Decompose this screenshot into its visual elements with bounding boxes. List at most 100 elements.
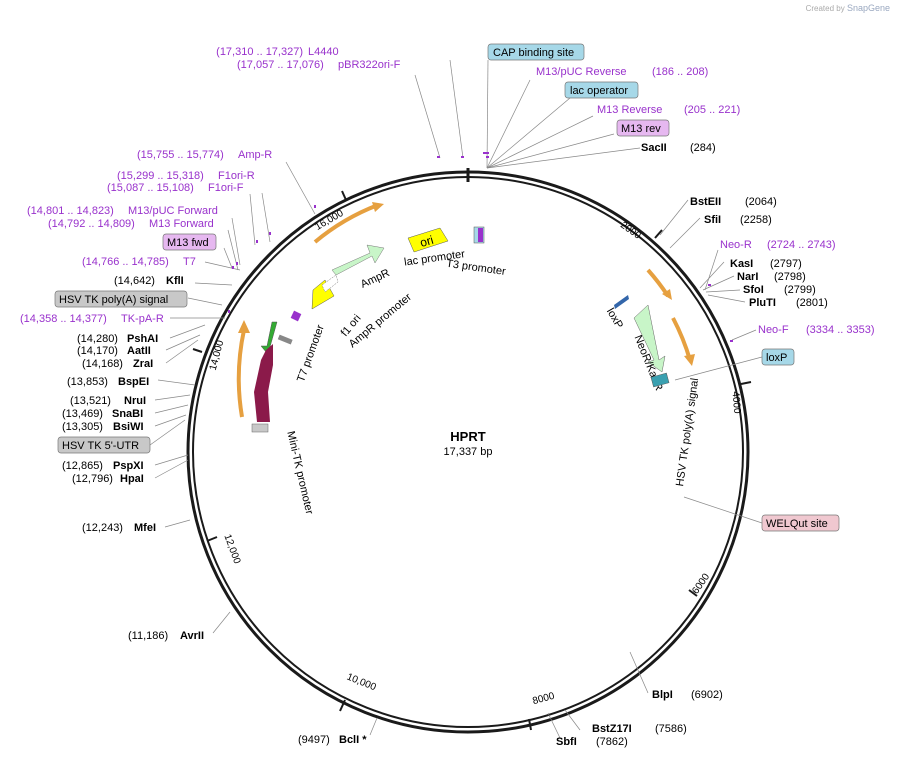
mini-tk-promoter-feature xyxy=(251,423,269,433)
site-name-sacii: SacII xyxy=(641,142,667,154)
watermark-prefix: Created by xyxy=(805,4,845,13)
site-name-avrii: AvrII xyxy=(180,630,204,642)
site-pos-bspei: (13,853) xyxy=(67,376,108,388)
primer-range-l4440: (17,310 .. 17,327) xyxy=(216,46,303,58)
ampr-label: AmpR xyxy=(359,267,392,291)
site-name-bcli: BclI * xyxy=(339,734,367,746)
tk-orange-arrowhead xyxy=(238,320,250,333)
ampr-feature xyxy=(331,244,385,276)
primer-range-f1ori-r: (15,299 .. 15,318) xyxy=(117,170,204,182)
primer-range-m13-puc-rev: (186 .. 208) xyxy=(652,66,708,78)
tk-orange-arrow xyxy=(236,329,246,418)
primer-range-m13-rev: (205 .. 221) xyxy=(684,104,740,116)
site-pos-pluti: (2801) xyxy=(796,297,828,309)
primer-name-f1ori-f: F1ori-F xyxy=(208,182,244,194)
primer-name-neo-f: Neo-F xyxy=(758,324,789,336)
plasmid-length: 17,337 bp xyxy=(444,446,493,458)
tick-16000 xyxy=(341,190,347,201)
plasmid-name: HPRT xyxy=(450,429,485,444)
primer-range-amp-r: (15,755 .. 15,774) xyxy=(137,149,224,161)
hsv-tk-polya-feature xyxy=(650,372,670,388)
welqut-box xyxy=(761,514,840,532)
site-pos-kasi: (2797) xyxy=(770,258,802,270)
primer-name-tk-pa-r: TK-pA-R xyxy=(121,313,164,325)
site-name-pluti: PluTI xyxy=(749,297,776,309)
site-name-bstz17i: BstZ17I xyxy=(592,723,632,735)
primer-marks xyxy=(228,152,733,342)
site-pos-sfii: (2258) xyxy=(740,214,772,226)
primer-range-tk-pa-r: (14,358 .. 14,377) xyxy=(20,313,107,325)
t3-promoter-label: T3 promoter xyxy=(445,258,506,278)
site-name-nrui: NruI xyxy=(124,395,146,407)
tick-4000 xyxy=(740,381,752,385)
site-name-mfei: MfeI xyxy=(134,522,156,534)
site-name-blpi: BlpI xyxy=(652,689,673,701)
primer-name-neo-r: Neo-R xyxy=(720,239,752,251)
site-name-kasi: KasI xyxy=(730,258,753,270)
restriction-sites: SacII (284) BstEII (2064) SfiI (2258) Ka… xyxy=(62,142,828,748)
primer-name-amp-r: Amp-R xyxy=(238,149,272,161)
tick-10000 xyxy=(339,699,346,712)
features: ori AmpR f1 ori AmpR promoter lac promot… xyxy=(236,202,701,516)
primer-name-m13-rev: M13 Reverse xyxy=(597,104,662,116)
cap-site-box-label: CAP binding site xyxy=(493,47,574,59)
primer-range-t7: (14,766 .. 14,785) xyxy=(82,256,169,268)
loxp-box xyxy=(761,348,795,366)
m13-fwd-box-label: M13 fwd xyxy=(167,237,209,249)
ampr-promoter-feature xyxy=(321,274,339,293)
hsv-tk-feature xyxy=(254,344,273,422)
site-name-bsiwi: BsiWI xyxy=(113,421,144,433)
site-pos-snabi: (13,469) xyxy=(62,408,103,420)
site-name-kfli: KflI xyxy=(166,275,184,287)
site-name-sfoi: SfoI xyxy=(743,284,764,296)
site-name-hpai: HpaI xyxy=(120,473,144,485)
lac-operator-box xyxy=(564,81,639,99)
primer-range-f1ori-f: (15,087 .. 15,108) xyxy=(107,182,194,194)
site-name-snabi: SnaBI xyxy=(112,408,143,420)
site-pos-sfoi: (2799) xyxy=(784,284,816,296)
tick-label-4000: 4000 xyxy=(729,391,742,415)
site-name-sbfi: SbfI xyxy=(556,736,577,748)
site-pos-avrii: (11,186) xyxy=(128,630,168,642)
site-pos-nari: (2798) xyxy=(774,271,806,283)
ori-label: ori xyxy=(418,233,435,250)
neo-r-orange-arrowhead xyxy=(662,289,672,300)
neo-r-orange-arrow xyxy=(646,268,670,298)
leader-lines xyxy=(149,59,763,739)
hsv-tk-utr-box xyxy=(57,436,151,454)
site-pos-kfli: (14,642) xyxy=(114,275,155,287)
tick-14000 xyxy=(192,348,203,353)
tick-8000 xyxy=(528,718,532,731)
site-name-pspxi: PspXI xyxy=(113,460,144,472)
t7-promoter-label: T7 promoter xyxy=(295,323,327,384)
m13-fwd-feature xyxy=(290,310,302,322)
site-pos-bsiwi: (13,305) xyxy=(62,421,103,433)
site-name-sfii: SfiI xyxy=(704,214,721,226)
primer-name-m13-puc-rev: M13/pUC Reverse xyxy=(536,66,626,78)
m13-fwd-box xyxy=(162,233,217,251)
tick-2000 xyxy=(654,229,663,239)
loxp-inner-label: loxP xyxy=(604,306,625,331)
primer-name-m13-fwd: M13 Forward xyxy=(149,218,214,230)
site-pos-nrui: (13,521) xyxy=(70,395,111,407)
ori-feature xyxy=(407,227,449,253)
cap-site-box xyxy=(487,43,585,61)
primer-range-m13-puc-fwd: (14,801 .. 14,823) xyxy=(27,205,114,217)
site-name-aatii: AatII xyxy=(127,345,151,357)
tick-label-2000: 2000 xyxy=(618,220,643,242)
site-pos-blpi: (6902) xyxy=(691,689,723,701)
hsv-tk-polya-signal-box-label: HSV TK poly(A) signal xyxy=(59,294,168,306)
site-pos-pspxi: (12,865) xyxy=(62,460,103,472)
tick-12000 xyxy=(206,536,218,542)
tick-6000 xyxy=(688,589,698,597)
lac-operator-box-label: lac operator xyxy=(570,85,628,97)
site-name-bspei: BspEI xyxy=(118,376,149,388)
hsv-tk-utr-box-label: HSV TK 5'-UTR xyxy=(62,440,139,452)
site-name-nari: NarI xyxy=(737,271,758,283)
m13-rev-box-label: M13 rev xyxy=(621,123,661,135)
loxp-inner-feature xyxy=(614,295,629,309)
site-pos-bstz17i: (7586) xyxy=(655,723,687,735)
site-pos-zrai: (14,168) xyxy=(82,358,123,370)
t7-promoter-feature xyxy=(277,334,293,345)
